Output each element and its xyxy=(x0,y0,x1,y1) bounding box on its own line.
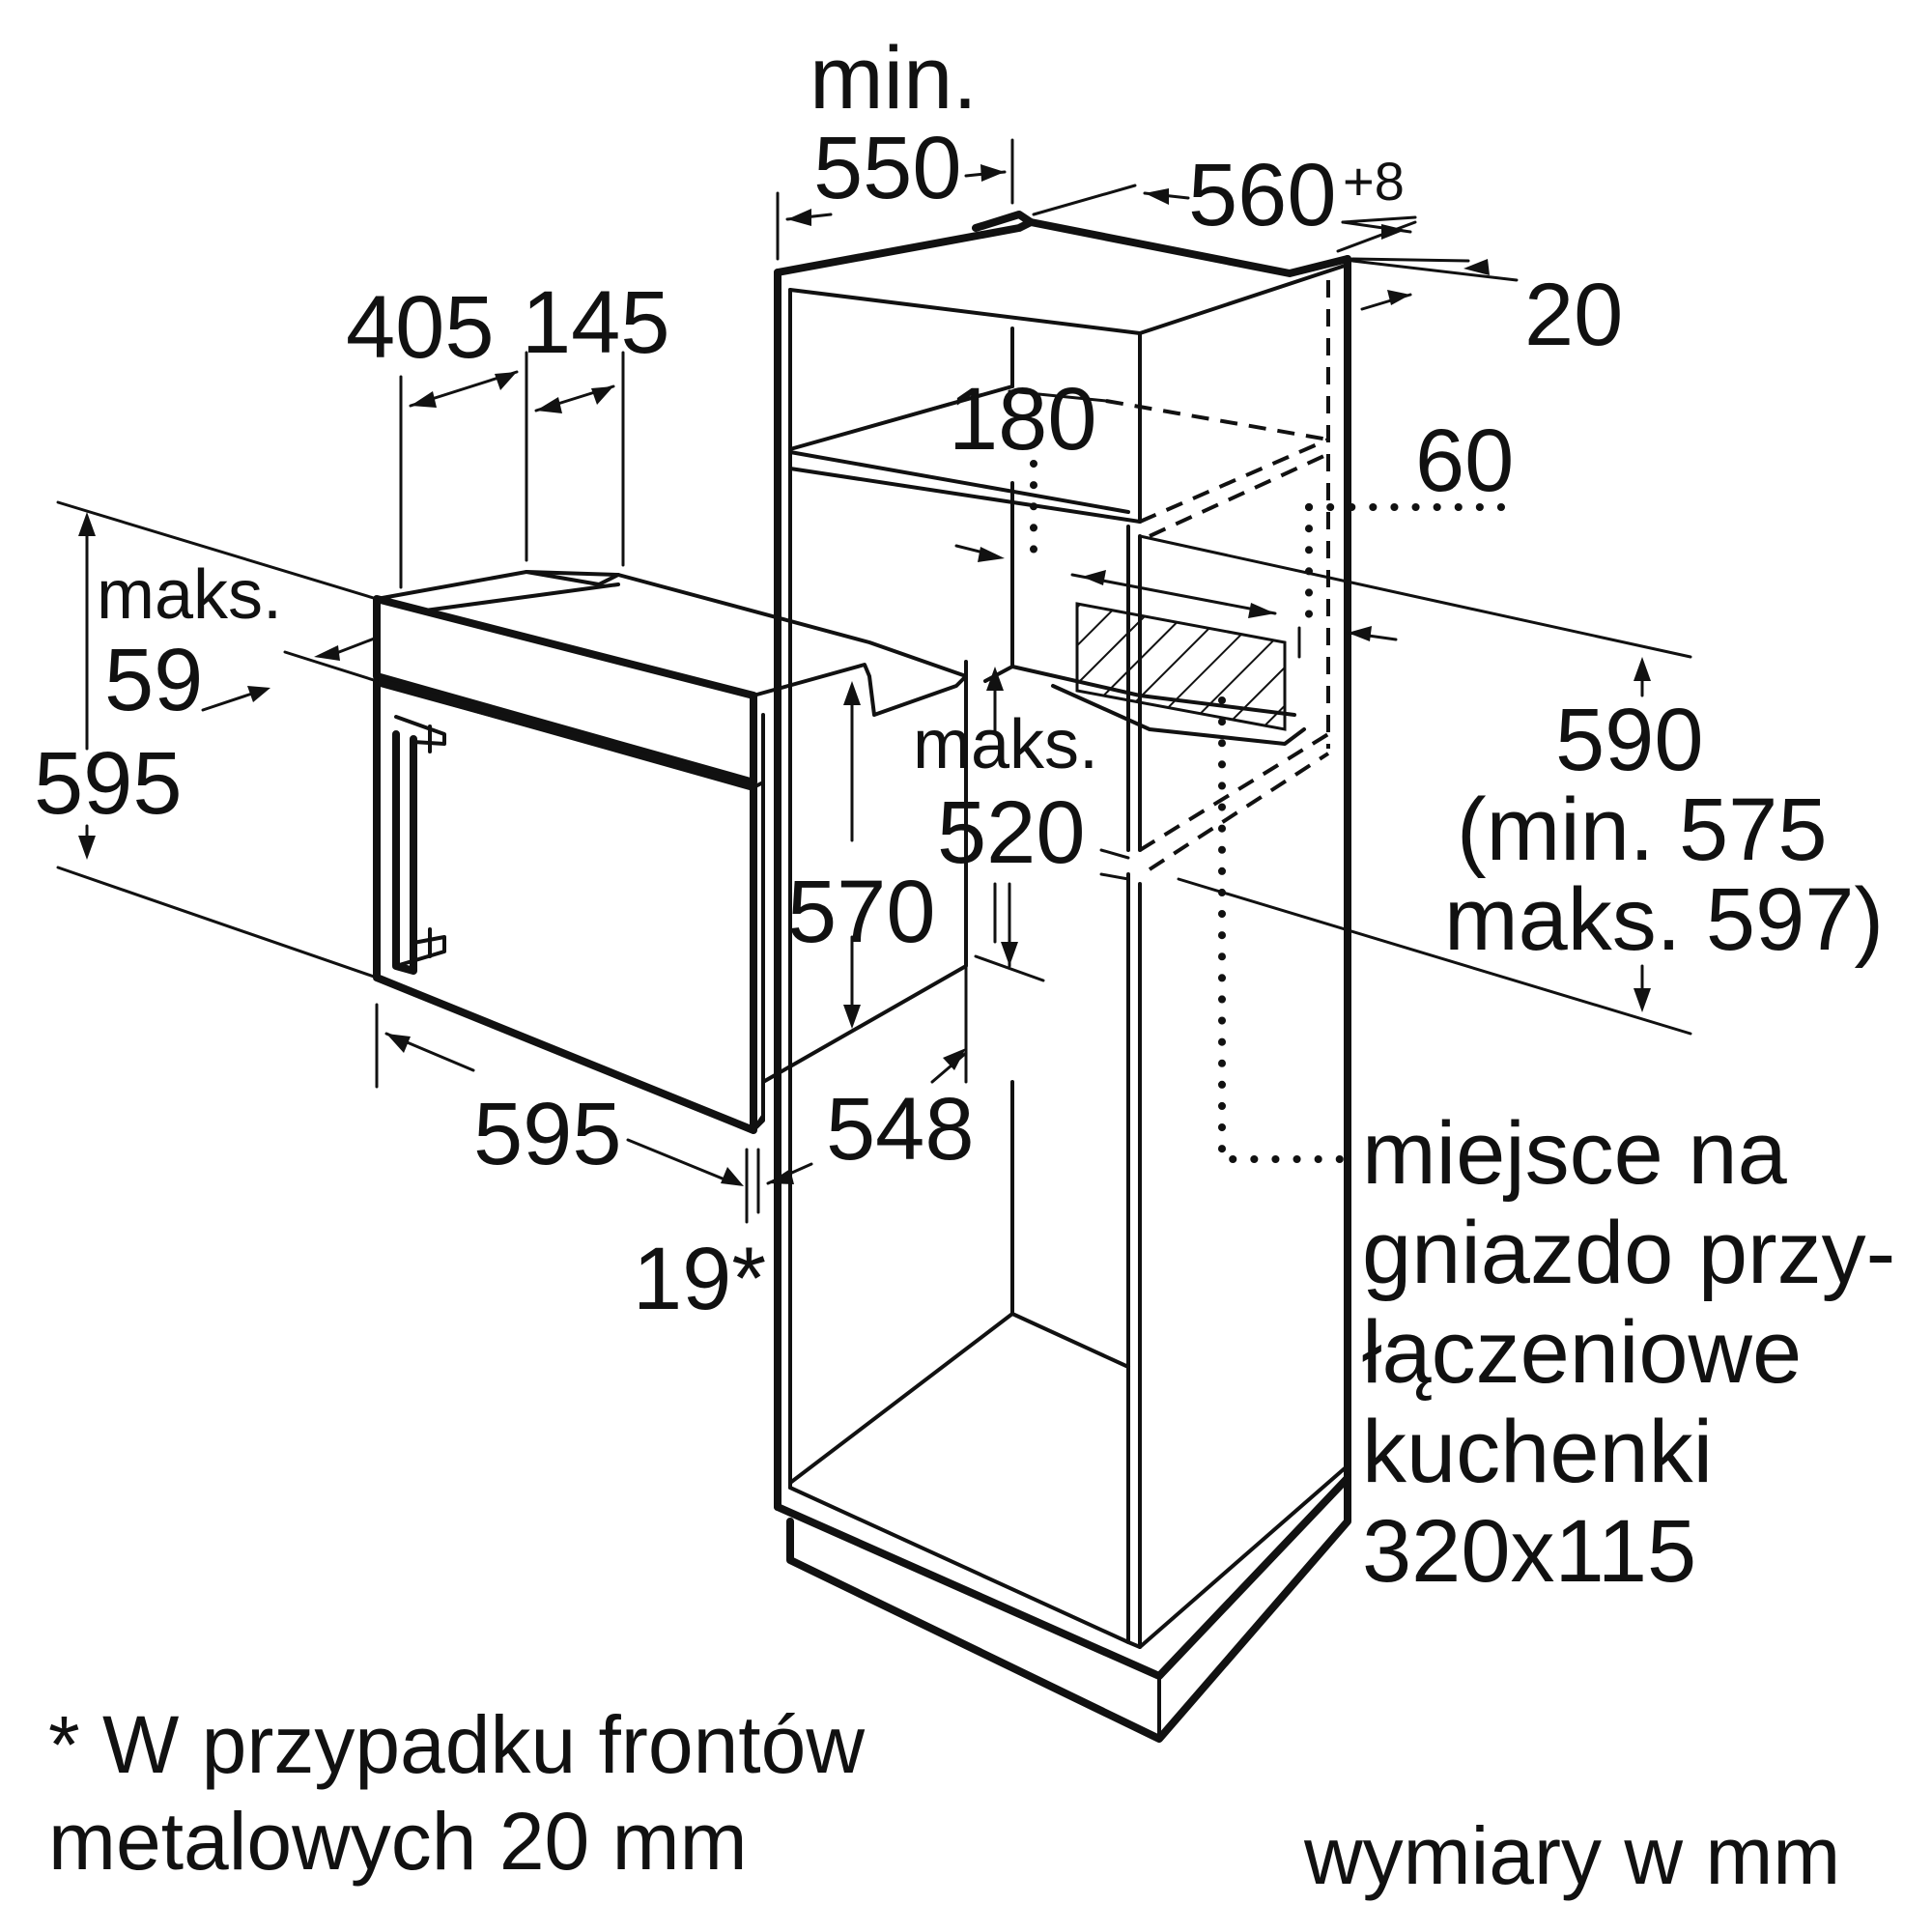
label-oven-width: 595 xyxy=(473,1085,622,1183)
label-oven-body-depth: 548 xyxy=(826,1080,975,1179)
label-niche-depth-maks: maks. xyxy=(913,706,1098,783)
niche-dashed-outline xyxy=(1105,280,1330,871)
label-cabinet-min-depth: 550 xyxy=(813,119,962,217)
oven xyxy=(373,570,968,1134)
label-niche-height: 590 xyxy=(1555,691,1704,789)
label-front-thickness: 19* xyxy=(633,1230,766,1328)
dotted-leaders xyxy=(1030,460,1511,1163)
label-niche-width-tol: +8 xyxy=(1343,151,1405,212)
label-front-maks: maks. xyxy=(97,556,282,634)
label-niche-width: 560 xyxy=(1188,146,1337,244)
socket-note: miejsce na gniazdo przy- łączeniowe kuch… xyxy=(1362,1104,1895,1601)
footnote-line1: * W przypadku frontów xyxy=(48,1699,865,1790)
label-niche-depth-520: 520 xyxy=(937,783,1086,882)
label-cabinet-min: min. xyxy=(810,29,978,128)
socket-note-line4: kuchenki xyxy=(1362,1403,1713,1501)
label-niche-height-min: (min. 575 xyxy=(1457,781,1828,879)
socket-note-line5: 320x115 xyxy=(1362,1502,1696,1601)
socket-note-line2: gniazdo przy- xyxy=(1362,1204,1895,1302)
label-vent-180: 180 xyxy=(949,370,1097,469)
label-oven-body-height: 570 xyxy=(787,863,936,961)
socket-note-line1: miejsce na xyxy=(1362,1104,1788,1203)
label-rail-145: 145 xyxy=(522,273,670,372)
socket-area xyxy=(1051,602,1306,746)
label-top-offset: 20 xyxy=(1524,266,1623,364)
footnote-line2: metalowych 20 mm xyxy=(48,1796,748,1887)
units-note: wymiary w mm xyxy=(1303,1810,1840,1901)
label-front-59: 59 xyxy=(104,631,203,729)
label-oven-height: 595 xyxy=(34,734,183,833)
label-side-gap-60: 60 xyxy=(1415,412,1514,510)
dimension-labels: min. 550 560 +8 20 405 145 180 60 maks. … xyxy=(34,29,1884,1328)
dimension-lines xyxy=(56,138,1692,1224)
socket-note-line3: łączeniowe xyxy=(1362,1303,1802,1402)
footnote: * W przypadku frontów metalowych 20 mm xyxy=(48,1699,865,1887)
label-rail-405: 405 xyxy=(346,278,495,377)
label-niche-height-max: maks. 597) xyxy=(1444,870,1884,969)
